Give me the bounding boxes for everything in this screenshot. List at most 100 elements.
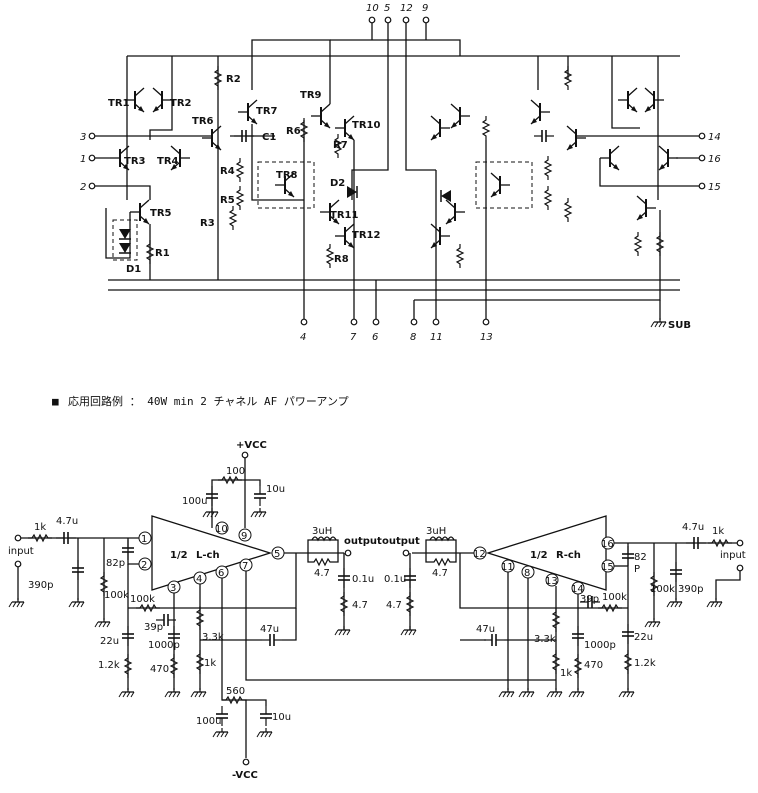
- tr10-label: TR10: [352, 120, 380, 131]
- pin-11-label: 11: [430, 332, 443, 343]
- svg-text:1000p: 1000p: [148, 640, 180, 651]
- pin-12-label: 12: [400, 3, 413, 14]
- tr4-label: TR4: [157, 156, 179, 167]
- tr9-label: TR9: [300, 90, 322, 101]
- svg-text:3: 3: [170, 583, 176, 594]
- svg-text:3uH: 3uH: [312, 526, 332, 537]
- svg-text:1.2k: 1.2k: [98, 660, 120, 671]
- r2-label: R2: [226, 74, 241, 85]
- svg-text:1: 1: [141, 534, 147, 545]
- svg-text:39p: 39p: [144, 622, 163, 633]
- svg-text:82: 82: [634, 552, 647, 563]
- caption-bullet: ■: [52, 395, 59, 408]
- svg-text:R-ch: R-ch: [556, 550, 581, 561]
- pin-14-label: 14: [708, 132, 721, 143]
- svg-text:4: 4: [196, 574, 202, 585]
- svg-text:0.1u: 0.1u: [384, 574, 406, 585]
- tr8-label: TR8: [276, 170, 298, 181]
- caption-text: 応用回路例 ： 40W min 2 チャネル AF パワーアンプ: [68, 394, 349, 408]
- svg-text:3uH: 3uH: [426, 526, 446, 537]
- svg-text:390p: 390p: [678, 584, 703, 595]
- r4-label: R4: [220, 166, 235, 177]
- svg-text:1k: 1k: [712, 526, 724, 537]
- application-circuit: +VCC 100 100u 10u 1/2 L-ch 1/2 R-ch 1 2 …: [8, 440, 746, 781]
- svg-text:82p: 82p: [106, 558, 125, 569]
- svg-text:47u: 47u: [260, 624, 279, 635]
- svg-text:11: 11: [501, 562, 514, 573]
- svg-text:390p: 390p: [28, 580, 53, 591]
- r-ch-amplifier: [485, 515, 607, 591]
- svg-text:3.3k: 3.3k: [534, 634, 556, 645]
- svg-text:470: 470: [150, 664, 169, 675]
- svg-text:4.7: 4.7: [352, 600, 368, 611]
- r7-label: R7: [333, 140, 348, 151]
- tr11-label: TR11: [330, 210, 358, 221]
- r3-label: R3: [200, 218, 215, 229]
- tr6-label: TR6: [192, 116, 214, 127]
- svg-text:1k: 1k: [560, 668, 572, 679]
- pin-9-label: 9: [422, 3, 428, 14]
- svg-text:0.1u: 0.1u: [352, 574, 374, 585]
- pin-13-label: 13: [480, 332, 493, 343]
- svg-text:4.7: 4.7: [386, 600, 402, 611]
- pin-4-label: 4: [300, 332, 306, 343]
- svg-text:3.3k: 3.3k: [202, 632, 224, 643]
- l-ch-amplifier: [151, 515, 273, 591]
- svg-text:1.2k: 1.2k: [634, 658, 656, 669]
- svg-text:1k: 1k: [204, 658, 216, 669]
- svg-text:output: output: [344, 536, 382, 547]
- svg-text:16: 16: [601, 539, 614, 550]
- svg-text:39p: 39p: [580, 594, 599, 605]
- svg-text:100k: 100k: [650, 584, 675, 595]
- svg-text:15: 15: [601, 562, 614, 573]
- pin-6-label: 6: [372, 332, 378, 343]
- svg-text:13: 13: [545, 576, 558, 587]
- r6-label: R6: [286, 126, 301, 137]
- pin-5-label: 5: [384, 3, 390, 14]
- svg-text:P: P: [634, 564, 640, 575]
- svg-text:input: input: [8, 546, 34, 557]
- svg-text:4.7: 4.7: [432, 568, 448, 579]
- pin-8-label: 8: [410, 332, 416, 343]
- pin-7-label: 7: [350, 332, 357, 343]
- tr12-label: TR12: [352, 230, 380, 241]
- svg-text:100u: 100u: [182, 496, 207, 507]
- d2-label: D2: [330, 178, 345, 189]
- pin-16-label: 16: [708, 154, 721, 165]
- tr3-label: TR3: [124, 156, 146, 167]
- svg-text:470: 470: [584, 660, 603, 671]
- svg-text:2: 2: [141, 560, 147, 571]
- svg-text:47u: 47u: [476, 624, 495, 635]
- svg-text:100k: 100k: [104, 590, 129, 601]
- svg-text:22u: 22u: [634, 632, 653, 643]
- svg-text:1k: 1k: [34, 522, 46, 533]
- svg-text:1/2: 1/2: [530, 550, 548, 561]
- svg-text:1000p: 1000p: [584, 640, 616, 651]
- r1-label: R1: [155, 248, 170, 259]
- ic-internal-schematic: 3 1 2 14 16 15 10 5 12 9 4 7 6 8 11 13 S…: [80, 3, 721, 343]
- pin-15-label: 15: [708, 182, 721, 193]
- svg-text:12: 12: [473, 549, 486, 560]
- svg-text:5: 5: [274, 549, 280, 560]
- pin-3-label: 3: [80, 132, 86, 143]
- tr7-label: TR7: [256, 106, 278, 117]
- pin-10-label: 10: [366, 3, 379, 14]
- svg-text:1/2: 1/2: [170, 550, 188, 561]
- sub-label: SUB: [668, 320, 691, 331]
- r5-label: R5: [220, 195, 235, 206]
- svg-text:100k: 100k: [602, 592, 627, 603]
- svg-text:input: input: [720, 550, 746, 561]
- svg-text:output: output: [382, 536, 420, 547]
- svg-text:4.7: 4.7: [314, 568, 330, 579]
- l-ch-pins: 1 2 3 4 6 7 5 9 10: [138, 521, 285, 594]
- vcc-pos-label: +VCC: [236, 440, 267, 451]
- tr1-label: TR1: [108, 98, 130, 109]
- tr5-label: TR5: [150, 208, 172, 219]
- d1-label: D1: [126, 264, 141, 275]
- svg-text:6: 6: [218, 568, 224, 579]
- svg-text:14: 14: [571, 584, 584, 595]
- tr2-label: TR2: [170, 98, 192, 109]
- r-ch-pins: 16 15 14 13 8 11 12: [473, 536, 615, 595]
- r8-label: R8: [334, 254, 349, 265]
